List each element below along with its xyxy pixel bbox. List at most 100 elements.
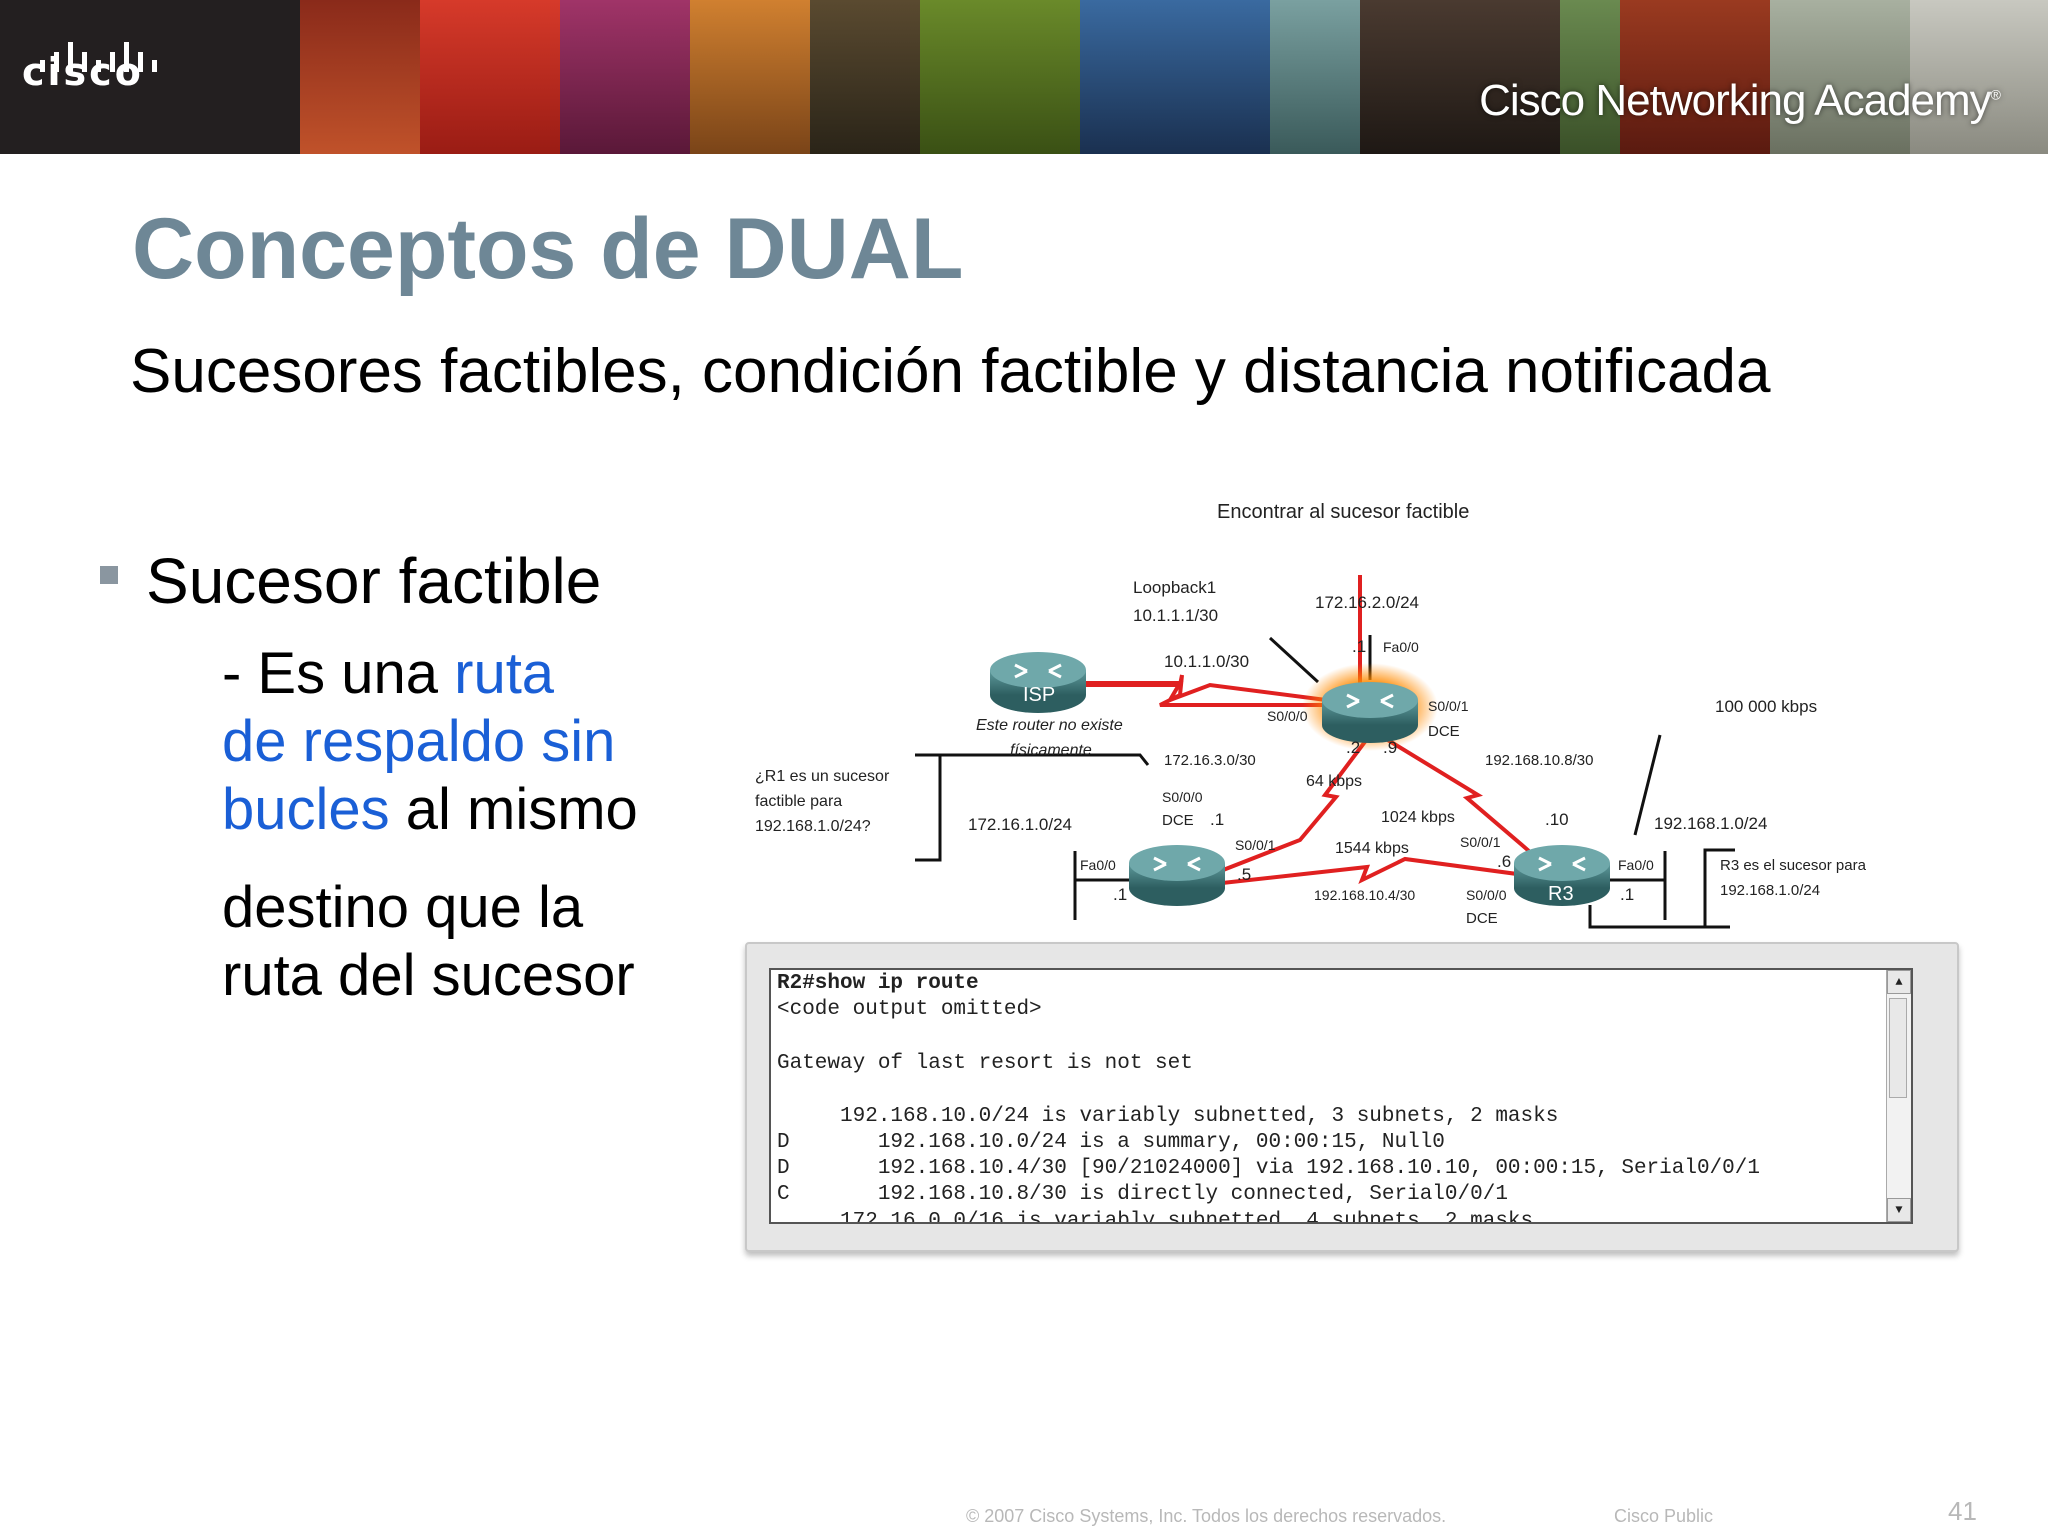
host-label: .1 (1210, 810, 1224, 829)
diagram-title: Encontrar al sucesor factible (1217, 501, 1469, 523)
if-label: S0/0/0 (1267, 708, 1308, 724)
link-r2-r1 (1176, 729, 1375, 890)
link-r1-r3 (1176, 856, 1563, 890)
terminal-line: 172.16.0.0/16 is variably subnetted, 4 s… (777, 1210, 1534, 1224)
answer-text: R3 es el sucesor para (1720, 857, 1867, 874)
banner-photo-strip (810, 0, 920, 154)
copyright-footer: © 2007 Cisco Systems, Inc. Todos los der… (966, 1506, 1447, 1526)
host-label: .1 (1113, 885, 1127, 904)
host-label: .5 (1237, 865, 1251, 884)
page-number: 41 (1948, 1496, 1977, 1526)
question-bracket (915, 753, 942, 862)
banner-photo-strip (1360, 0, 1560, 154)
banner-photo-strip (1270, 0, 1360, 154)
bandwidth-label: 100 000 kbps (1715, 697, 1817, 716)
question-pointer-line (940, 753, 1150, 766)
banner-photo-strip (690, 0, 810, 154)
slide-subtitle: Sucesores factibles, condición factible … (130, 337, 1771, 406)
bullet-square-icon (100, 566, 118, 584)
scroll-down-arrow-icon[interactable]: ▼ (1887, 1198, 1911, 1222)
classification-footer: Cisco Public (1614, 1506, 1714, 1526)
if-label: Fa0/0 (1080, 857, 1116, 873)
if-label: Fa0/0 (1383, 639, 1419, 655)
header-banner: cisco Cisco Networking Academy® (0, 0, 2048, 154)
r3-label: R3 (1548, 883, 1574, 905)
if-label: S0/0/0 (1466, 887, 1507, 903)
net-label: 192.168.1.0/24 (1654, 814, 1767, 833)
dce-label: DCE (1162, 812, 1194, 829)
bullet-highlight: bucles (222, 777, 390, 842)
bullet-sub-line: de respaldo sin (222, 709, 616, 774)
router-isp-icon: ISP (990, 652, 1086, 713)
router-r1-icon (1129, 845, 1225, 906)
loopback-label: Loopback1 (1133, 578, 1216, 597)
if-label: Fa0/0 (1618, 857, 1654, 873)
scroll-thumb[interactable] (1889, 998, 1907, 1098)
bullet-text: al mismo (389, 777, 638, 842)
if-label: S0/0/1 (1235, 837, 1276, 853)
banner-photo-strip (1080, 0, 1270, 154)
bullet-highlight: ruta (454, 641, 555, 706)
cisco-logo-word: cisco (22, 50, 144, 94)
if-label: S0/0/1 (1428, 698, 1469, 714)
question-text: 192.168.1.0/24? (755, 818, 871, 835)
network-topology-diagram: Encontrar al sucesor factible ISP (755, 501, 1867, 929)
bandwidth-label: 1024 kbps (1381, 809, 1455, 826)
bullet-sub-line: - Es una ruta (222, 640, 554, 708)
banner-photo-strip (560, 0, 690, 154)
academy-brand-text: Cisco Networking Academy (1479, 76, 1992, 125)
loopback-ip: 10.1.1.1/30 (1133, 606, 1218, 625)
question-text: factible para (755, 793, 842, 810)
cisco-logo (40, 42, 157, 72)
host-label: .6 (1497, 852, 1511, 871)
loopback-pointer-line (1268, 636, 1320, 684)
host-label: .2 (1346, 738, 1360, 757)
host-label: .1 (1352, 637, 1366, 656)
answer-text: 192.168.1.0/24 (1720, 882, 1820, 899)
net-label: 192.168.10.8/30 (1485, 752, 1593, 769)
host-label: .10 (1545, 810, 1569, 829)
banner-photo-strip (1910, 0, 2048, 154)
bandwidth-pointer-line (1633, 734, 1662, 836)
academy-brand: Cisco Networking Academy® (1479, 76, 2001, 126)
net-label: 172.16.3.0/30 (1164, 752, 1256, 769)
link-isp-r2 (1055, 681, 1366, 707)
terminal-line: D 192.168.10.0/24 is a summary, 00:00:15… (777, 1131, 1445, 1154)
banner-photo-strip (1620, 0, 1770, 154)
isp-note: Este router no existe (976, 717, 1123, 734)
banner-photo-strip (300, 0, 420, 154)
net-label: 172.16.2.0/24 (1315, 593, 1419, 612)
net-label: 10.1.1.0/30 (1164, 652, 1249, 671)
dce-label: DCE (1428, 723, 1460, 740)
terminal-scrollbar[interactable]: ▲ ▼ (1886, 970, 1911, 1222)
registered-mark: ® (1990, 86, 2001, 103)
scroll-up-arrow-icon[interactable]: ▲ (1887, 970, 1911, 994)
bandwidth-label: 1544 kbps (1335, 840, 1409, 857)
banner-photo-strip (420, 0, 560, 154)
terminal-output[interactable]: R2#show ip route <code output omitted> G… (769, 968, 1913, 1224)
banner-photo-strip (920, 0, 1080, 154)
if-label: S0/0/1 (1460, 834, 1501, 850)
terminal-window: R2#show ip route <code output omitted> G… (745, 942, 1959, 1252)
isp-note: físicamente (1010, 742, 1092, 759)
slide-title: Conceptos de DUAL (132, 201, 964, 297)
host-label: .9 (1383, 738, 1397, 757)
if-label: S0/0/0 (1162, 789, 1203, 805)
terminal-line: Gateway of last resort is not set (777, 1052, 1193, 1075)
terminal-command-line: R2#show ip route (777, 972, 979, 995)
bullet-sub-line: destino que la (222, 875, 584, 940)
bullet-heading: Sucesor factible (146, 545, 602, 617)
question-text: ¿R1 es un sucesor (755, 768, 890, 785)
router-r2-icon (1302, 663, 1438, 751)
bullet-text: - Es una (222, 641, 455, 706)
banner-photo-strip (1770, 0, 1910, 154)
banner-photo-strip (1560, 0, 1620, 154)
terminal-line: <code output omitted> (777, 998, 1042, 1021)
terminal-line: D 192.168.10.4/30 [90/21024000] via 192.… (777, 1157, 1760, 1180)
bullet-sub-line: ruta del sucesor (222, 943, 635, 1008)
bullet-sub-line: bucles al mismo (222, 776, 638, 844)
net-label: 192.168.10.4/30 (1314, 887, 1415, 903)
terminal-line: C 192.168.10.8/30 is directly connected,… (777, 1183, 1508, 1206)
isp-label: ISP (1023, 684, 1055, 706)
answer-pointer-line (1588, 905, 1705, 929)
